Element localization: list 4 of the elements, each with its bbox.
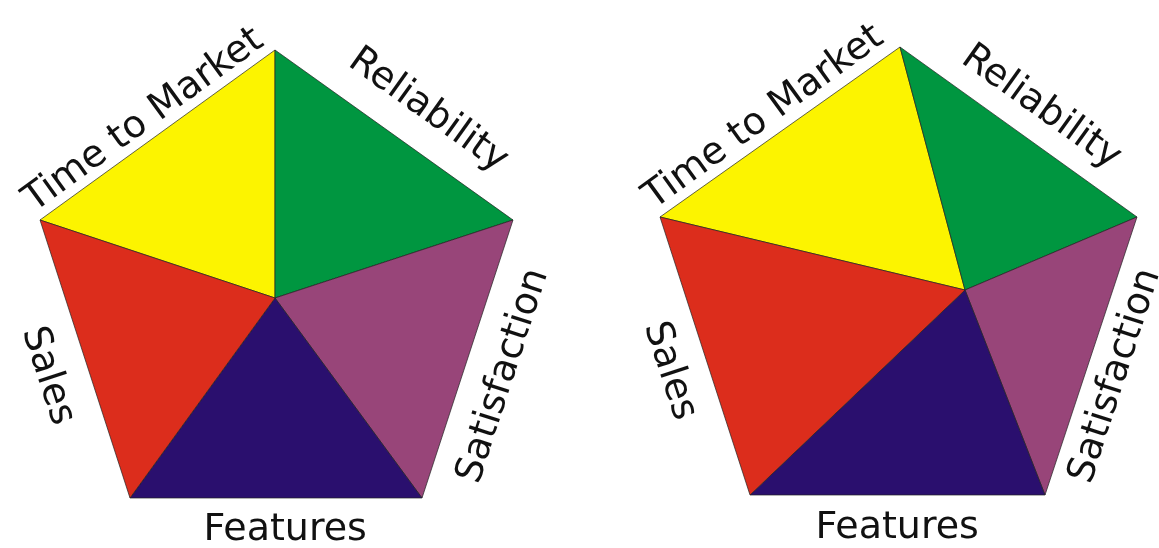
axis-label: Sales: [16, 321, 84, 429]
axis-label: Features: [203, 508, 367, 546]
axis-label: Sales: [638, 316, 706, 424]
axis-label: Features: [815, 506, 979, 544]
